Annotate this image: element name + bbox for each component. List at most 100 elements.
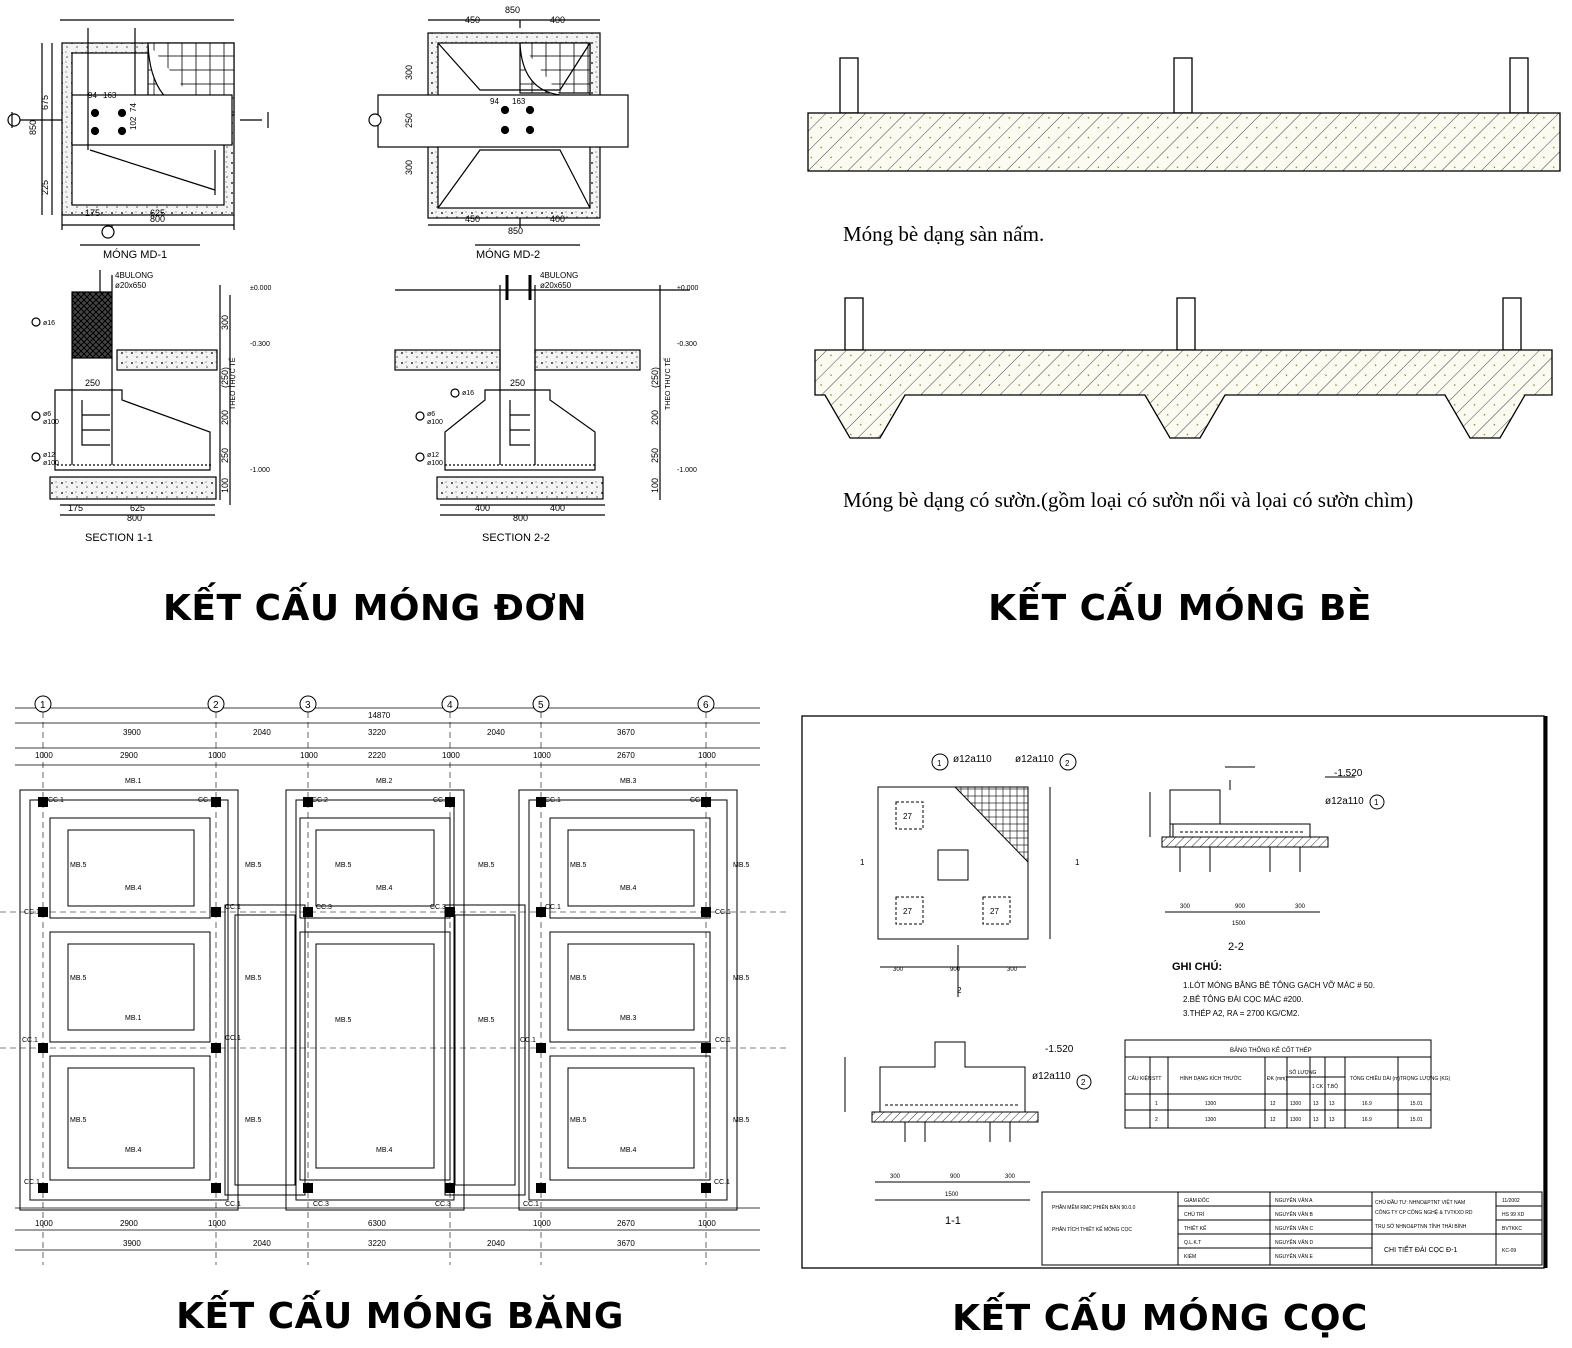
beam-mb1-mid: MB.1 bbox=[125, 1015, 141, 1022]
span-1: 3900 bbox=[123, 728, 141, 737]
section-1-1-label: 1-1 bbox=[945, 1215, 961, 1227]
section-1-1 bbox=[31, 270, 690, 516]
axis-circle bbox=[299, 695, 317, 713]
column-square bbox=[701, 907, 711, 917]
dim-625-md1: 625 bbox=[150, 208, 165, 218]
bot-span-e: 3670 bbox=[617, 1239, 635, 1248]
sec-mark-bottom: 2 bbox=[957, 986, 962, 995]
section-2-2-coc bbox=[1149, 766, 1385, 913]
tb-right-3: BVTKKC bbox=[1502, 1226, 1522, 1232]
sec11-dim-900: 900 bbox=[950, 1174, 961, 1180]
col-cc1-i: CC.1 bbox=[22, 1037, 38, 1044]
column-square bbox=[701, 797, 711, 807]
th-cau-kien: CẤU KIỆN bbox=[1128, 1074, 1152, 1082]
col-cc1-c: CC.1 bbox=[545, 797, 561, 804]
axis-label: 5 bbox=[538, 700, 544, 711]
row1-stt: 1 bbox=[1155, 1101, 1158, 1107]
beam-mb4-d: MB.4 bbox=[125, 1147, 141, 1154]
beam-mb5-k: MB.5 bbox=[335, 1017, 351, 1024]
level-label-sec11: -1.520 bbox=[1045, 1044, 1074, 1055]
row2-ck: 13 bbox=[1313, 1117, 1319, 1123]
column-square bbox=[445, 907, 455, 917]
column-square bbox=[536, 1183, 546, 1193]
sec11-dim-300b: 300 bbox=[1005, 1174, 1016, 1180]
column-square bbox=[303, 907, 313, 917]
dim-625-s1: 625 bbox=[130, 503, 145, 513]
column-square bbox=[38, 797, 48, 807]
tb-left2: PHÂN TÍCH THIẾT KẾ MÓNG CỌC bbox=[1052, 1226, 1132, 1233]
rebar-12-s2: ø12 bbox=[427, 452, 439, 459]
pile-1: 27 bbox=[903, 812, 912, 821]
span-5: 3670 bbox=[617, 728, 635, 737]
section-2-2 bbox=[394, 275, 661, 516]
col-cc1-l: CC.1 bbox=[715, 1037, 731, 1044]
tb-name-2: NGUYỄN VĂN B bbox=[1275, 1211, 1313, 1218]
tb-right-4: KC-09 bbox=[1502, 1248, 1516, 1254]
plan-dim-900: 900 bbox=[950, 967, 961, 973]
dim-250-s2b: 250 bbox=[510, 378, 525, 388]
dim-800-s1: 800 bbox=[127, 513, 142, 523]
col-cc2-b: CC.2 bbox=[433, 797, 449, 804]
dim-300-md2: 300 bbox=[404, 65, 414, 80]
rebar-6b-s1: ø100 bbox=[43, 419, 59, 426]
row1-dk: 12 bbox=[1270, 1101, 1276, 1107]
sec-mark-right: 1 bbox=[1075, 858, 1080, 867]
bolt-note-2: 4BULONG bbox=[540, 271, 578, 280]
beam-mb5-c: MB.5 bbox=[335, 862, 351, 869]
sec11-dim-1500: 1500 bbox=[945, 1192, 959, 1198]
col-cc3-d: CC.3 bbox=[435, 1201, 451, 1208]
beam-mb5-e: MB.5 bbox=[570, 862, 586, 869]
axis-label: 2 bbox=[213, 700, 219, 711]
row2-len: 1300 bbox=[1290, 1117, 1301, 1123]
dim-200-s2: 200 bbox=[650, 410, 660, 425]
bot-span-3: 1000 bbox=[208, 1219, 226, 1228]
row1-tong: 16.9 bbox=[1362, 1101, 1372, 1107]
bot-span-7: 1000 bbox=[698, 1219, 716, 1228]
total-length: 14870 bbox=[368, 711, 391, 720]
col-cc1-e: CC.1 bbox=[24, 909, 40, 916]
rebar-12-s1: ø12 bbox=[43, 452, 55, 459]
beam-mb5-m: MB.5 bbox=[70, 1117, 86, 1124]
column-square bbox=[38, 1043, 48, 1053]
dim-250-md2: 250 bbox=[404, 113, 414, 128]
section-2-2-label: 2-2 bbox=[1228, 941, 1244, 953]
bot-span-a: 3900 bbox=[123, 1239, 141, 1248]
dim-250-s2: 250 bbox=[650, 448, 660, 463]
level-top-1: ±0.000 bbox=[250, 285, 271, 292]
column-square bbox=[701, 1183, 711, 1193]
tb-owner-1: CHỦ ĐẦU TƯ: NHNO&PTNT VIỆT NAM bbox=[1375, 1198, 1465, 1206]
plan-md2-title: MÓNG MD-2 bbox=[476, 248, 540, 261]
axis-bubble-3: 3 bbox=[299, 695, 317, 713]
bolt-note-1: 4BULONG bbox=[115, 271, 153, 280]
rebar-label-2: ø12a110 bbox=[1015, 754, 1054, 765]
col-cc2-a: CC.2 bbox=[312, 797, 328, 804]
axis-bubble-1: 1 bbox=[34, 695, 52, 713]
col-cc1-g: CC.1 bbox=[545, 904, 561, 911]
dim-225-md1: 225 bbox=[40, 180, 50, 195]
inner-span-6: 1000 bbox=[442, 751, 460, 760]
table-title: BẢNG THỐNG KÊ CỐT THÉP bbox=[1230, 1046, 1312, 1054]
row2-kg: 15.01 bbox=[1410, 1117, 1423, 1123]
row1-len: 1300 bbox=[1290, 1101, 1301, 1107]
beam-mb5-a: MB.5 bbox=[70, 862, 86, 869]
th-dk: ĐK (mm) bbox=[1267, 1076, 1287, 1082]
dim-175-md1: 175 bbox=[85, 208, 100, 218]
span-4: 2040 bbox=[487, 728, 505, 737]
axis-bubble-5: 5 bbox=[532, 695, 550, 713]
row1-shape: 1300 bbox=[1205, 1101, 1216, 1107]
sec22-dim-900: 900 bbox=[1235, 904, 1246, 910]
dim-94-md2: 94 bbox=[490, 97, 499, 106]
mong-don-panel: 850 450 400 450 400 850 800 625 175 850 … bbox=[0, 0, 790, 560]
caption-mong-coc: KẾT CẤU MÓNG CỌC bbox=[952, 1298, 1368, 1339]
mong-coc-drawing: 1 2 ø12a110 ø12a110 27 27 27 1 1 2 300 9… bbox=[801, 715, 1548, 1269]
col-cc3-a: CC.3 bbox=[316, 904, 332, 911]
column-square bbox=[536, 797, 546, 807]
th-1ck: 1 CK bbox=[1312, 1084, 1324, 1090]
note-3: 3.THÉP A2, RA = 2700 KG/CM2. bbox=[1183, 1009, 1300, 1018]
column-square bbox=[211, 1043, 221, 1053]
row2-tong: 16.9 bbox=[1362, 1117, 1372, 1123]
beam-mb5-g: MB.5 bbox=[70, 975, 86, 982]
theo-thuc-te-2: THEO THỰC TẾ bbox=[662, 357, 672, 410]
dim-400-s2b: 400 bbox=[550, 503, 565, 513]
dim-450: 450 bbox=[465, 15, 480, 25]
